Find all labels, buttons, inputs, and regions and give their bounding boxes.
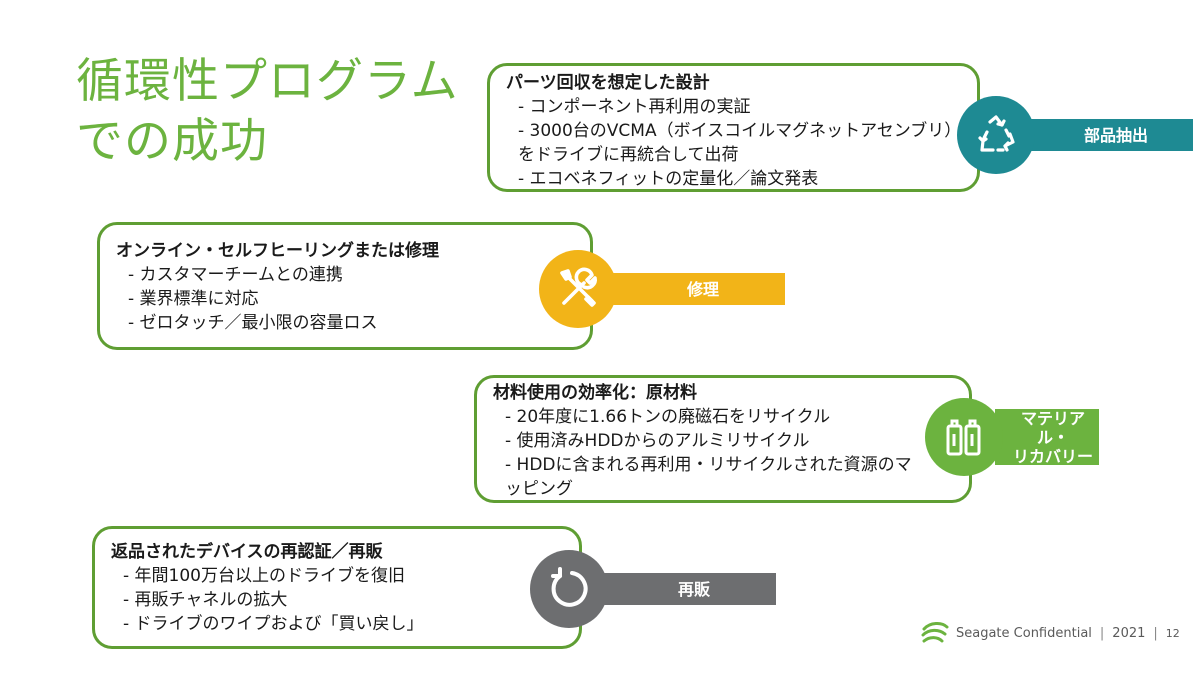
card-list: - コンポーネント再利用の実証 - 3000台のVCMA（ボイスコイルマグネット… [506, 95, 961, 191]
badge-label-bar: マテリアル・ リカバリー [995, 408, 1099, 466]
card-heading: 返品されたデバイスの再認証／再販 [111, 542, 383, 562]
card-parts-recovery: パーツ回収を想定した設計 - コンポーネント再利用の実証 - 3000台のVCM… [487, 63, 980, 192]
badge-label-bar: 再販 [600, 573, 776, 605]
list-item: - ゼロタッチ／最小限の容量ロス [128, 313, 378, 333]
seagate-logo-icon [920, 620, 950, 646]
card-heading: 材料使用の効率化：原材料 [493, 383, 697, 403]
list-item: - HDDに含まれる再利用・リサイクルされた資源のマッピング [505, 455, 912, 499]
badge-label: 再販 [677, 579, 710, 599]
list-item: - 3000台のVCMA（ボイスコイルマグネットアセンブリ）をドライブに再統合し… [518, 121, 953, 165]
badge-label-line2: リカバリー [1012, 446, 1093, 466]
batteries-icon [925, 398, 1003, 476]
card-list: - 20年度に1.66トンの廃磁石をリサイクル - 使用済みHDDからのアルミリ… [493, 405, 953, 501]
slide-title-line2: での成功 [76, 114, 268, 169]
badge-label-line1: マテリアル・ [1020, 408, 1085, 447]
slide-title: 循環性プログラム での成功 [76, 52, 459, 172]
list-item: - エコベネフィットの定量化／論文発表 [518, 169, 819, 189]
card-heading: オンライン・セルフヒーリングまたは修理 [116, 241, 439, 261]
card-recertification: 返品されたデバイスの再認証／再販 - 年間100万台以上のドライブを復旧 - 再… [92, 526, 582, 649]
badge-repair: 修理 [539, 250, 785, 328]
badge-resale: 再販 [530, 550, 776, 628]
card-material-efficiency: 材料使用の効率化：原材料 - 20年度に1.66トンの廃磁石をリサイクル - 使… [474, 375, 972, 503]
card-list: - カスタマーチームとの連携 - 業界標準に対応 - ゼロタッチ／最小限の容量ロ… [116, 263, 574, 335]
list-item: - コンポーネント再利用の実証 [518, 97, 751, 117]
card-list: - 年間100万台以上のドライブを復旧 - 再販チャネルの拡大 - ドライブのワ… [111, 564, 563, 636]
slide-footer: Seagate Confidential | 2021 | 12 [920, 620, 1180, 646]
list-item: - カスタマーチームとの連携 [128, 265, 343, 285]
refresh-icon [530, 550, 608, 628]
list-item: - 年間100万台以上のドライブを復旧 [123, 566, 405, 586]
list-item: - 使用済みHDDからのアルミリサイクル [505, 431, 810, 451]
slide-title-line1: 循環性プログラム [76, 54, 459, 109]
list-item: - 20年度に1.66トンの廃磁石をリサイクル [505, 407, 831, 427]
badge-label: 修理 [686, 279, 719, 299]
list-item: - ドライブのワイプおよび「買い戻し」 [123, 614, 424, 634]
badge-label: 部品抽出 [1083, 125, 1148, 145]
page-number: 12 [1165, 626, 1180, 640]
footer-brand: Seagate Confidential [956, 625, 1092, 641]
list-item: - 業界標準に対応 [128, 289, 259, 309]
badge-label-bar: 部品抽出 [1027, 119, 1193, 151]
footer-divider: | [1099, 625, 1105, 641]
badge-material-recovery: マテリアル・ リカバリー [925, 398, 1099, 476]
list-item: - 再販チャネルの拡大 [123, 590, 288, 610]
badge-parts-extraction: 部品抽出 [957, 96, 1193, 174]
footer-divider: | [1153, 625, 1158, 641]
recycle-icon [957, 96, 1035, 174]
footer-year: 2021 [1112, 625, 1146, 641]
card-self-healing: オンライン・セルフヒーリングまたは修理 - カスタマーチームとの連携 - 業界標… [97, 222, 593, 350]
card-heading: パーツ回収を想定した設計 [506, 73, 710, 93]
badge-label-bar: 修理 [609, 273, 785, 305]
tools-icon [539, 250, 617, 328]
